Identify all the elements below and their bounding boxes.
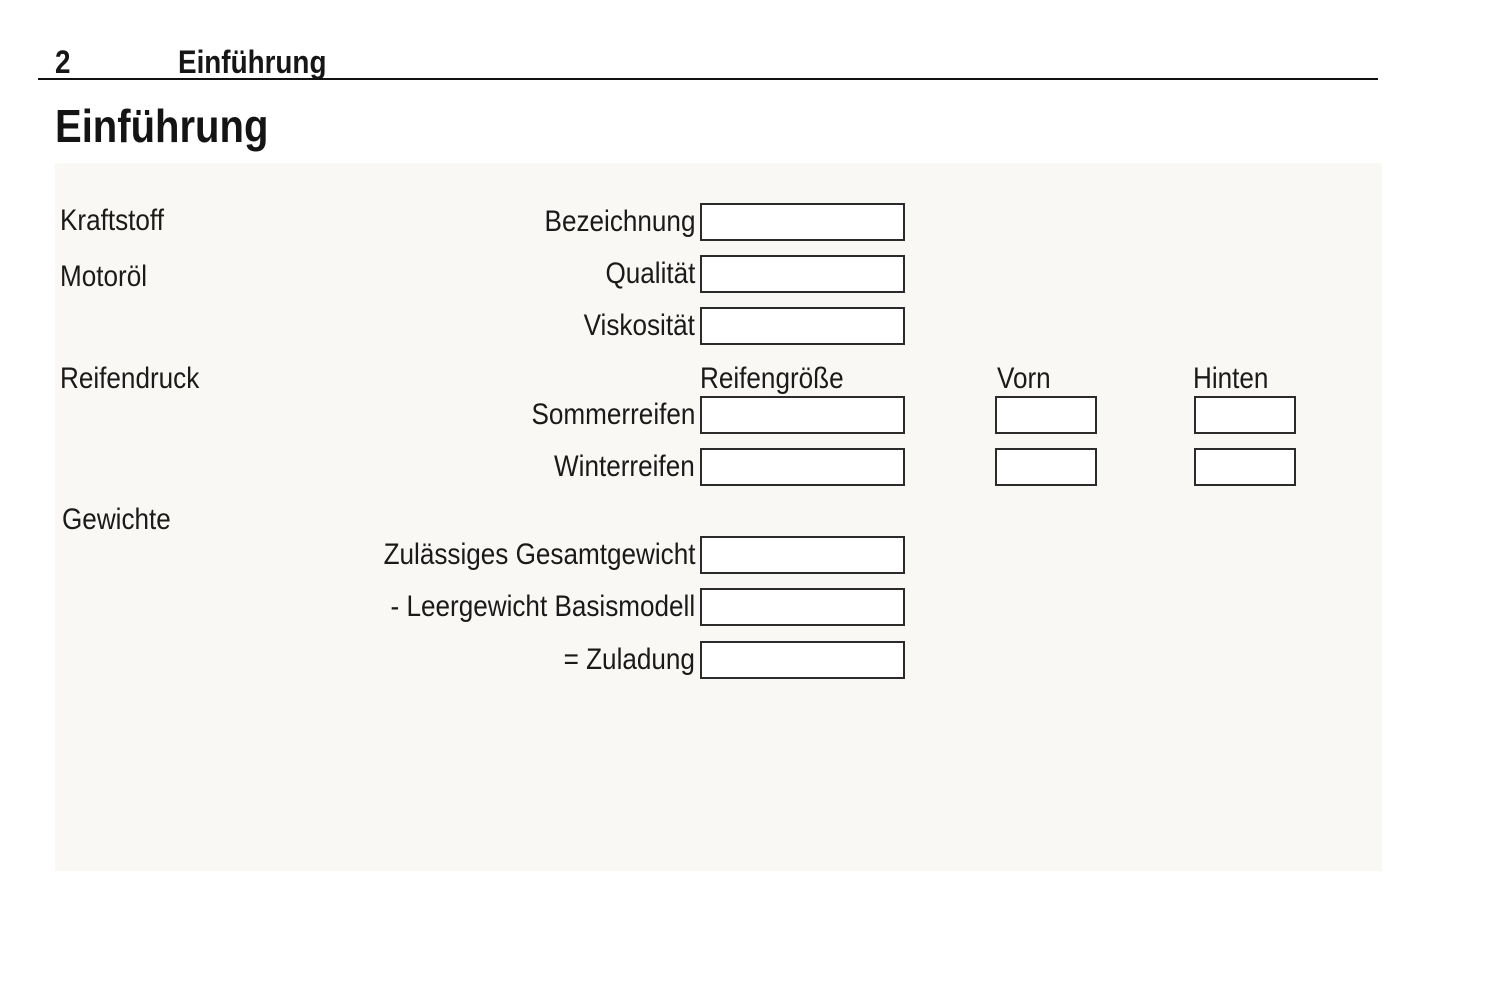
tire-size-column-header: Reifengröße: [700, 362, 844, 395]
bezeichnung-field[interactable]: [700, 203, 905, 241]
leergewicht-label: - Leergewicht Basismodell: [390, 590, 695, 623]
winterreifen-label: Winterreifen: [554, 450, 695, 483]
section-label-gewichte: Gewichte: [62, 503, 171, 536]
sommerreifen-rear-field[interactable]: [1194, 396, 1296, 434]
header-rule: [38, 78, 1378, 80]
viskositaet-field[interactable]: [700, 307, 905, 345]
rear-column-header: Hinten: [1193, 362, 1269, 395]
sommerreifen-front-field[interactable]: [995, 396, 1097, 434]
chapter-title: Einführung: [178, 44, 327, 80]
qualitaet-label: Qualität: [605, 257, 695, 290]
section-label-motoroel: Motoröl: [60, 260, 148, 293]
section-label-reifendruck: Reifendruck: [60, 362, 200, 395]
winterreifen-front-field[interactable]: [995, 448, 1097, 486]
leergewicht-field[interactable]: [700, 588, 905, 626]
section-label-kraftstoff: Kraftstoff: [60, 204, 164, 237]
bezeichnung-label: Bezeichnung: [544, 205, 695, 238]
page-title: Einführung: [55, 100, 269, 152]
gesamtgewicht-field[interactable]: [700, 536, 905, 574]
page-number: 2: [55, 44, 71, 80]
sommerreifen-label: Sommerreifen: [531, 398, 695, 431]
zuladung-label: = Zuladung: [563, 643, 695, 676]
zuladung-field[interactable]: [700, 641, 905, 679]
front-column-header: Vorn: [997, 362, 1051, 395]
qualitaet-field[interactable]: [700, 255, 905, 293]
winterreifen-size-field[interactable]: [700, 448, 905, 486]
winterreifen-rear-field[interactable]: [1194, 448, 1296, 486]
gesamtgewicht-label: Zulässiges Gesamtgewicht: [383, 538, 695, 571]
viskositaet-label: Viskosität: [583, 309, 695, 342]
sommerreifen-size-field[interactable]: [700, 396, 905, 434]
